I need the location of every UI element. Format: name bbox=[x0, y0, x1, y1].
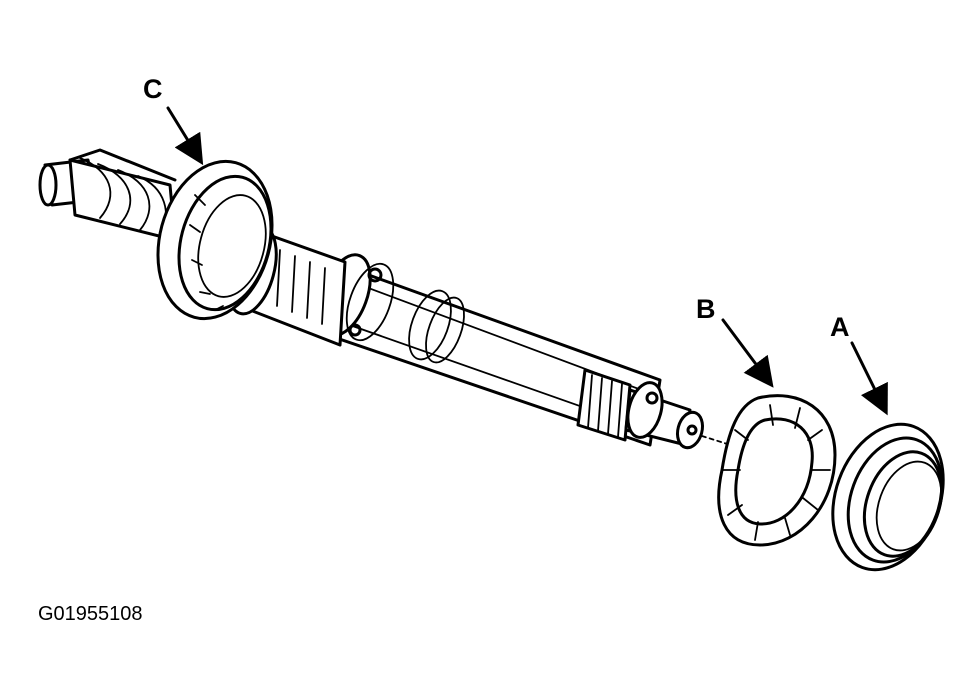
figure-code: G01955108 bbox=[38, 603, 143, 625]
shaft-output-end bbox=[576, 368, 704, 450]
callout-c-arrow bbox=[166, 106, 204, 166]
callout-b-label: B bbox=[696, 294, 716, 324]
wave-washer-b bbox=[717, 394, 837, 547]
callout-c-label: C bbox=[143, 74, 163, 104]
helical-gear bbox=[68, 148, 177, 242]
callout-a-label: A bbox=[830, 312, 850, 342]
shaft-assembly bbox=[38, 148, 704, 450]
callout-b-arrow bbox=[721, 318, 774, 388]
seal-ring-a bbox=[831, 422, 945, 572]
callout-a-arrow bbox=[850, 341, 888, 416]
bearing-c bbox=[156, 159, 274, 321]
